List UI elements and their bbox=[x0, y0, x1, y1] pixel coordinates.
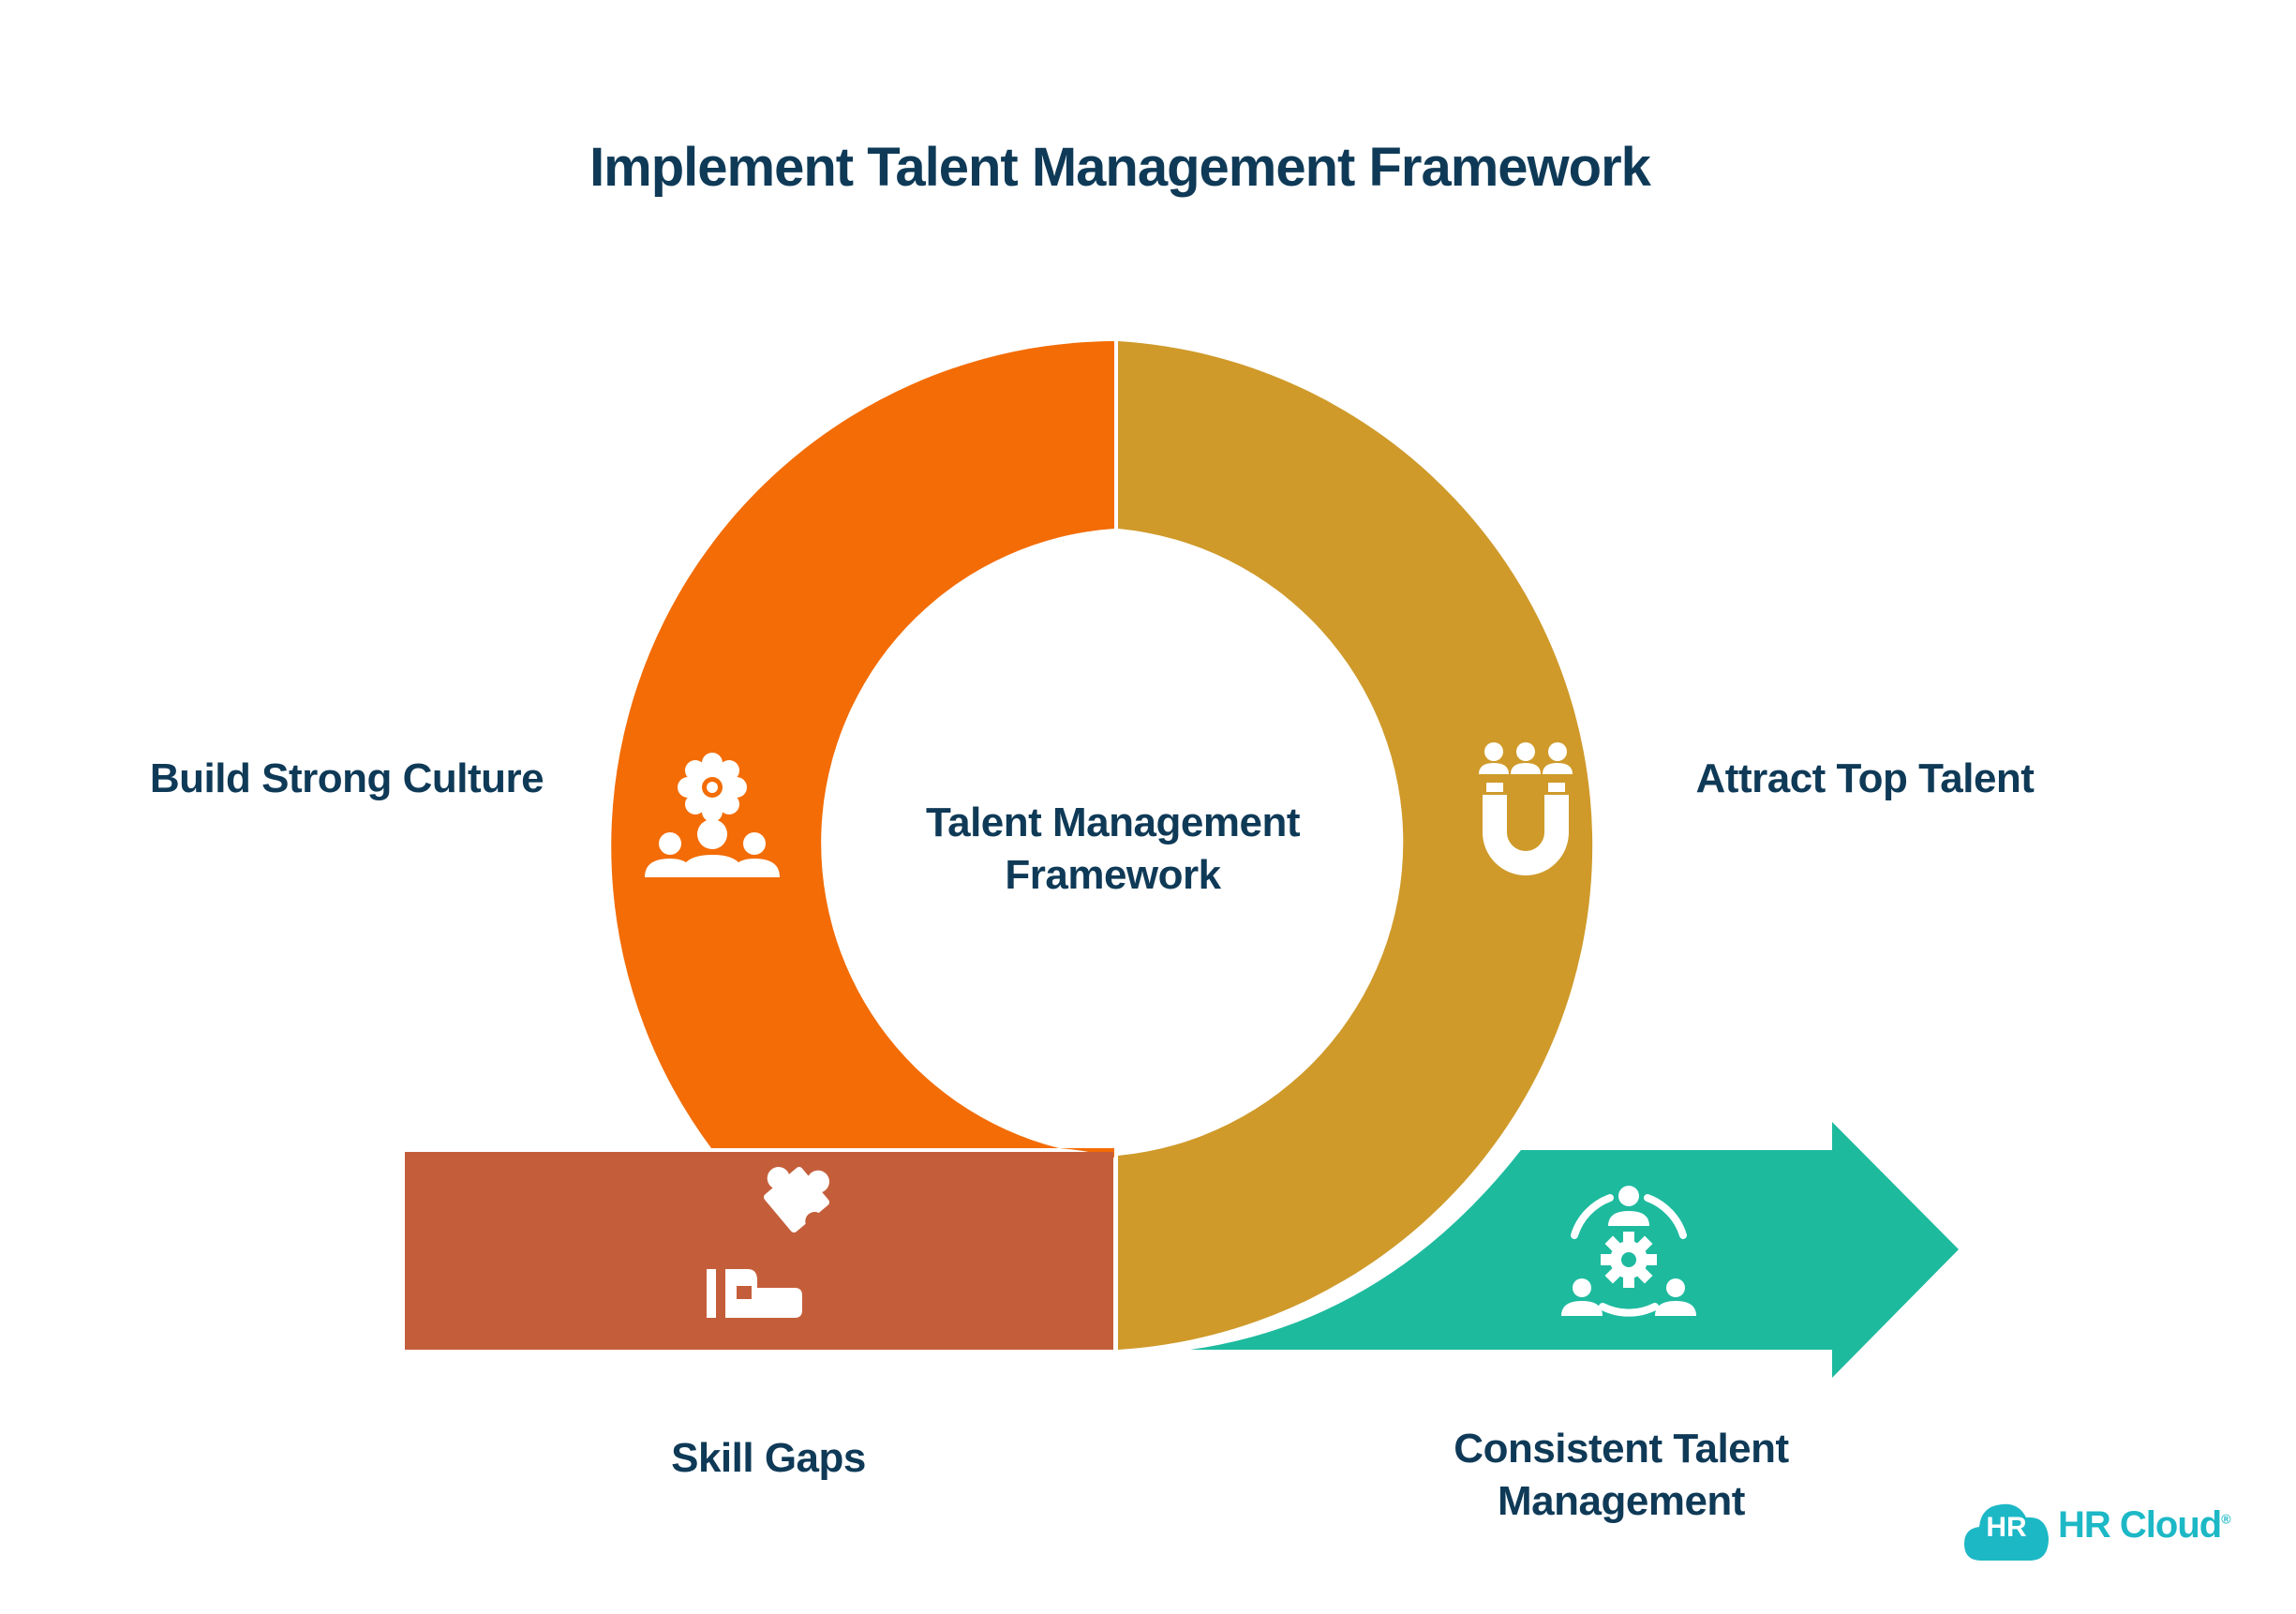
consistent-label: Consistent Talent Management bbox=[1387, 1423, 1856, 1528]
logo-text: HR Cloud® bbox=[2058, 1504, 2231, 1547]
cloud-icon bbox=[1964, 1503, 2049, 1561]
page-title: Implement Talent Management Framework bbox=[589, 137, 1651, 198]
culture-arc bbox=[611, 341, 1114, 1148]
puzzle-hand-icon bbox=[707, 1167, 829, 1318]
logo-name: HR Cloud bbox=[2058, 1504, 2222, 1546]
hr-cloud-logo: HR HR Cloud® bbox=[1964, 1495, 2231, 1564]
registered-mark: ® bbox=[2221, 1511, 2230, 1527]
attract-label: Attract Top Talent bbox=[1695, 755, 2035, 801]
skill-gaps-bar bbox=[405, 1152, 1113, 1350]
consistent-label-line1: Consistent Talent bbox=[1454, 1426, 1789, 1472]
culture-label: Build Strong Culture bbox=[149, 755, 544, 801]
attract-arc bbox=[1118, 341, 1593, 1350]
culture-flower-people-icon bbox=[645, 753, 780, 877]
consistent-label-line2: Management bbox=[1498, 1478, 1745, 1524]
skill-gaps-label: Skill Gaps bbox=[671, 1435, 866, 1481]
center-label: Talent Management Framework bbox=[843, 797, 1382, 902]
center-label-line2: Framework bbox=[1005, 852, 1221, 898]
center-label-line1: Talent Management bbox=[926, 800, 1300, 845]
consistent-arrow bbox=[1190, 1122, 1959, 1378]
magnet-people-icon bbox=[1479, 742, 1573, 875]
logo-badge-text: HR bbox=[1986, 1512, 2027, 1543]
team-gear-cycle-icon bbox=[1561, 1186, 1696, 1317]
